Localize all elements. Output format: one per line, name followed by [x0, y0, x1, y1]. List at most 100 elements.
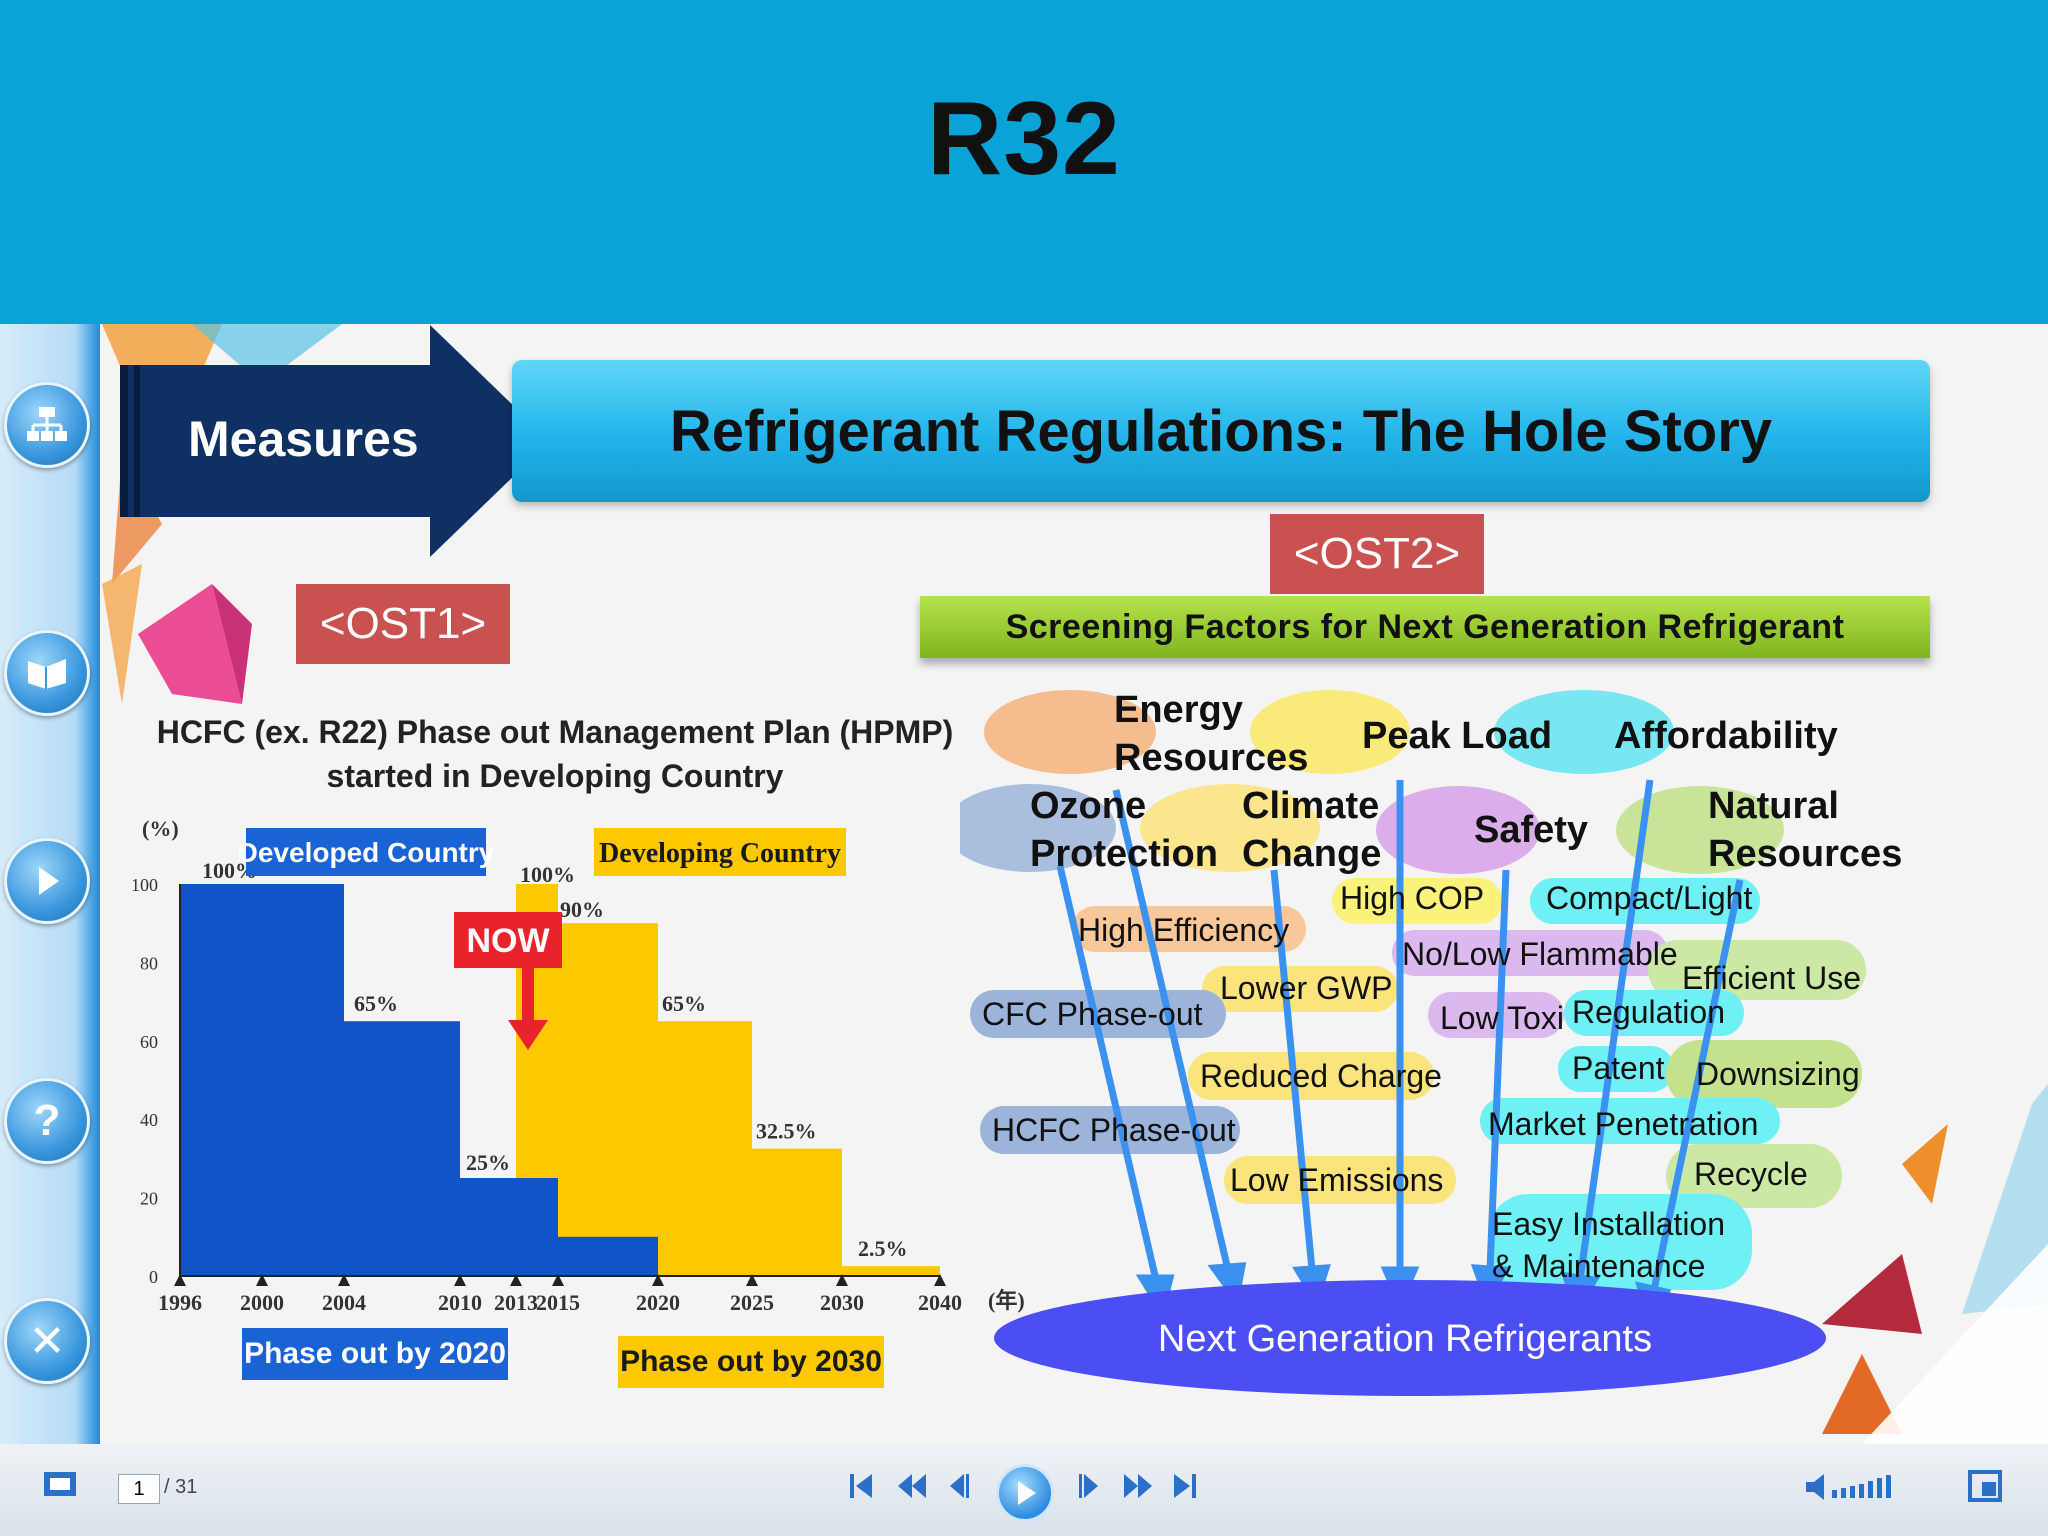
ost1-tag: <OST1> [296, 584, 510, 664]
phase-out-2020: Phase out by 2020 [242, 1328, 508, 1380]
factor-item-recycle: Recycle [1694, 1156, 1808, 1192]
x-tick-label: 2040 [918, 1290, 962, 1315]
x-tick-label: 2015 [536, 1290, 580, 1315]
factor-item-lowem: Low Emissions [1230, 1162, 1444, 1198]
factor-natural: Natural Resources [1708, 785, 1903, 875]
factor-afford: Affordability [1614, 715, 1838, 757]
x-tick-label: 2004 [322, 1290, 366, 1315]
phase-out-2030: Phase out by 2030 [618, 1336, 884, 1388]
factor-safety: Safety [1474, 809, 1589, 851]
x-tick-mark [746, 1274, 758, 1286]
factor-item-patent: Patent [1572, 1050, 1665, 1086]
x-tick-mark [454, 1274, 466, 1286]
previous-page-icon[interactable] [944, 1470, 972, 1511]
close-icon[interactable]: ✕ [4, 1298, 90, 1384]
developed-step-2 [460, 1178, 558, 1276]
developed-step-3 [558, 1236, 658, 1276]
last-page-icon[interactable] [1170, 1470, 1198, 1511]
x-tick-label: 2025 [730, 1290, 774, 1315]
slide-banner: Refrigerant Regulations: The Hole Story [512, 360, 1930, 502]
now-arrow [508, 968, 548, 1050]
fast-forward-icon[interactable] [1122, 1470, 1154, 1511]
measures-arrow [120, 325, 550, 557]
now-badge [454, 912, 562, 968]
developed-legend [246, 828, 486, 876]
developed-step-1 [344, 1021, 460, 1276]
developing-step-3 [752, 1148, 842, 1276]
developed-step-0 [180, 884, 344, 1276]
x-tick-mark [256, 1274, 268, 1286]
page-number-input[interactable]: 1 [118, 1474, 160, 1504]
ost2-tag: <OST2> [1270, 514, 1484, 594]
developing-legend-label: Developing Country [599, 838, 841, 869]
factor-energy: Energy Resources [1114, 689, 1309, 779]
now-label: NOW [466, 922, 550, 960]
sitemap-icon[interactable] [4, 382, 90, 468]
factor-item-cfc: CFC Phase-out [982, 996, 1203, 1032]
x-tick-label: 2010 [438, 1290, 482, 1315]
developing-step-1 [558, 923, 658, 1276]
x-unit: (年) [988, 1288, 1025, 1313]
play-icon [1018, 1481, 1036, 1505]
x-tick-mark [836, 1274, 848, 1286]
factor-item-highcop: High COP [1340, 880, 1485, 916]
play-button[interactable] [996, 1464, 1054, 1522]
banner-title: Refrigerant Regulations: The Hole Story [669, 398, 1773, 464]
rewind-icon[interactable] [896, 1470, 928, 1511]
x-tick-mark [552, 1274, 564, 1286]
developing-value-label: 65% [662, 991, 706, 1016]
developing-value-label: 2.5% [858, 1236, 908, 1261]
factor-item-regulation: Regulation [1572, 994, 1725, 1030]
target-ellipse [994, 1280, 1826, 1396]
volume-icon[interactable] [1804, 1472, 1900, 1511]
x-tick-mark [338, 1274, 350, 1286]
factor-item-noflam: No/Low Flammable [1402, 936, 1678, 972]
developed-value-label: 25% [466, 1150, 510, 1175]
factor-climate: Climate Change [1242, 785, 1382, 875]
factor-ozone: Ozone Protection [1030, 785, 1218, 875]
section-label: Measures [188, 411, 419, 467]
x-tick-mark [652, 1274, 664, 1286]
factor-item-hcfc: HCFC Phase-out [992, 1112, 1236, 1148]
factor-item-easy1: Easy Installation [1492, 1206, 1726, 1242]
factor-item-compact: Compact/Light [1546, 880, 1753, 916]
developing-step-4 [842, 1266, 940, 1276]
x-tick-label: 1996 [158, 1290, 202, 1315]
y-tick-label: 0 [149, 1267, 158, 1287]
book-icon[interactable] [4, 630, 90, 716]
chart-title-line1: HCFC (ex. R22) Phase out Management Plan… [156, 714, 954, 750]
developed-value-label: 65% [354, 991, 398, 1016]
factor-item-downsizing: Downsizing [1696, 1056, 1860, 1092]
factors-diagram [960, 690, 1866, 1396]
y-tick-label: 60 [140, 1032, 158, 1052]
developed-legend-label: Developed Country [238, 837, 495, 868]
y-tick-label: 100 [131, 875, 158, 895]
fullscreen-icon[interactable] [1968, 1470, 2002, 1511]
factor-peak: Peak Load [1362, 715, 1553, 757]
help-icon[interactable]: ? [4, 1078, 90, 1164]
developing-value-label: 100% [520, 862, 575, 887]
developing-value-label: 32.5% [756, 1119, 817, 1144]
factor-item-effuse: Efficient Use [1682, 960, 1862, 996]
x-tick-label: 2030 [820, 1290, 864, 1315]
x-tick-mark [174, 1274, 186, 1286]
title-header [0, 0, 2048, 324]
y-tick-label: 40 [140, 1110, 158, 1130]
screening-banner: Screening Factors for Next Generation Re… [920, 596, 1930, 658]
page-title: R32 [927, 81, 1121, 197]
x-tick-mark [934, 1274, 946, 1286]
developing-value-label: 90% [560, 897, 604, 922]
next-page-icon[interactable] [1076, 1470, 1104, 1511]
x-tick-label: 2000 [240, 1290, 284, 1315]
factor-item-lowergwp: Lower GWP [1220, 970, 1393, 1006]
next-icon[interactable] [4, 838, 90, 924]
y-tick-label: 80 [140, 953, 158, 973]
chart-title-line2: started in Developing Country [326, 758, 784, 794]
thumbnail-toggle-icon[interactable] [42, 1468, 78, 1509]
first-page-icon[interactable] [848, 1470, 876, 1511]
x-tick-label: 2013 [494, 1290, 538, 1315]
factor-item-easy2: & Maintenance [1492, 1248, 1706, 1284]
factor-item-lowtox: Low Toxi [1440, 1000, 1564, 1036]
x-tick-mark [510, 1274, 522, 1286]
